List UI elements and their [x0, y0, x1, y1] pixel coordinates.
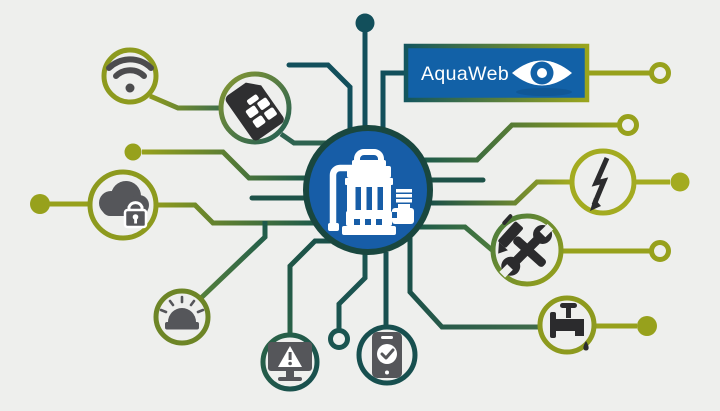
trace-sim-to-hub	[279, 131, 329, 146]
hammer-wrench-icon	[498, 214, 554, 278]
trace-left-node-to-hub	[142, 149, 308, 181]
node-secure-cloud	[87, 169, 159, 241]
node-ring-bottom	[328, 328, 350, 350]
node-monitor-warning	[260, 332, 320, 392]
node-dot-left	[30, 194, 50, 214]
submersible-pump-icon	[328, 149, 414, 235]
aquaweb-badge: AquaWeb	[403, 43, 590, 103]
sim-card-icon	[225, 82, 284, 141]
trace-stub-sim	[286, 62, 353, 133]
monitor-warning-icon	[268, 342, 312, 381]
trace-badge-to-hub	[380, 70, 406, 130]
trace-alarm-to-hub	[199, 221, 268, 300]
trace-hub-to-lightning	[429, 179, 571, 206]
trace-hub-to-tools	[418, 224, 494, 252]
high-voltage-icon	[590, 156, 610, 211]
cloud-lock-icon	[99, 181, 149, 229]
node-dot-mid-left	[124, 143, 142, 161]
node-sim-card	[218, 71, 292, 145]
eye-icon	[512, 60, 572, 96]
node-dot-right	[670, 172, 690, 192]
trace-hub-to-faucet	[407, 236, 538, 330]
node-ring-top-right	[649, 62, 671, 84]
node-service-tools	[490, 213, 564, 287]
node-wifi	[101, 47, 159, 105]
faucet-icon	[550, 303, 589, 351]
trace-cloud-to-hub	[157, 202, 316, 226]
terminator-nodes	[30, 13, 690, 350]
trace-hub-to-open-node	[336, 252, 368, 330]
circuit-traces	[49, 32, 670, 334]
node-high-voltage	[569, 148, 637, 216]
trace-wifi-to-sim	[149, 93, 220, 111]
hub-pump	[303, 125, 433, 255]
node-smartphone	[356, 324, 418, 386]
trace-hub-to-ring	[423, 122, 619, 163]
node-dot-faucet	[637, 316, 657, 336]
node-dot-top	[355, 13, 375, 33]
node-ring-tools	[649, 240, 671, 262]
smartphone-check-icon	[372, 332, 402, 378]
trace-monitor-to-hub	[287, 238, 334, 334]
node-ring-right	[617, 114, 639, 136]
node-water-tap	[537, 295, 597, 355]
node-alarm-beacon	[153, 288, 211, 346]
alarm-beacon-icon	[159, 295, 205, 330]
aquaweb-badge-label: AquaWeb	[421, 63, 509, 85]
wifi-icon	[106, 56, 154, 93]
